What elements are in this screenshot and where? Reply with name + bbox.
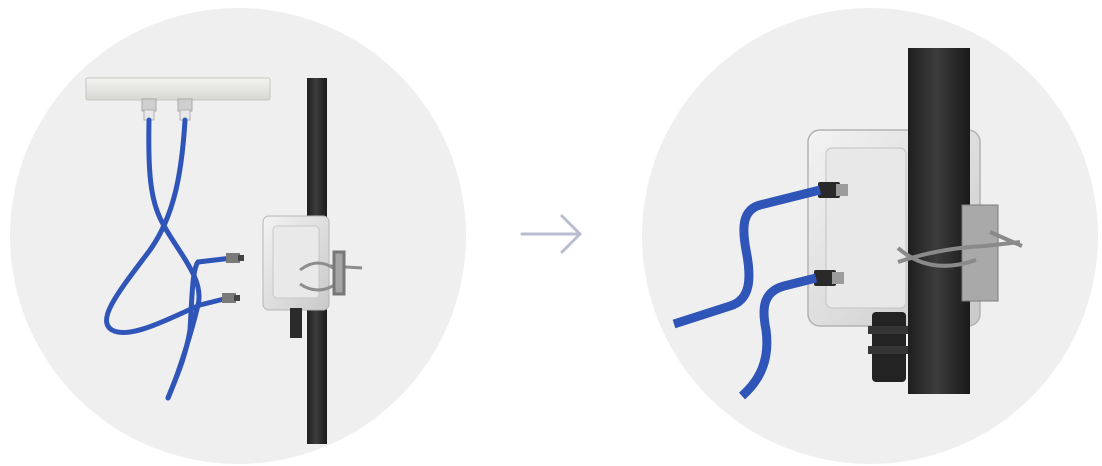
pole-icon [908,48,970,394]
step-before-panel [10,8,466,464]
right-arrow-icon [522,216,580,252]
step-after-panel [642,8,1098,464]
background-circle-left [10,8,466,464]
